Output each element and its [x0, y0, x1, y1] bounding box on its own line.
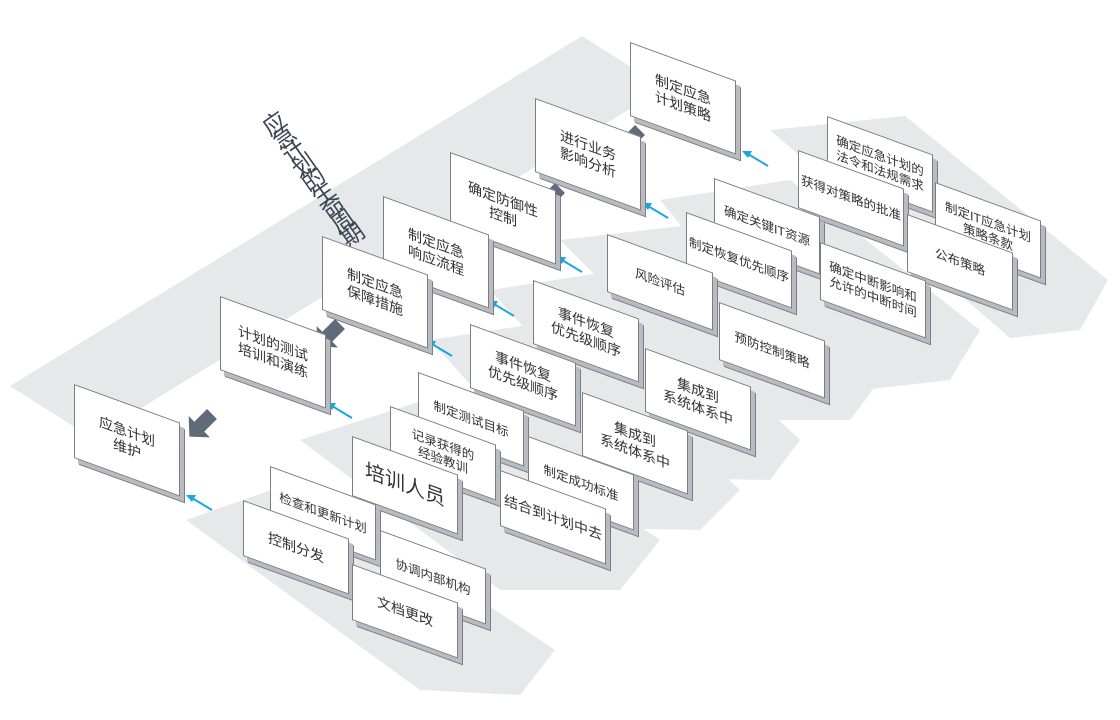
blue-arrow-3 [556, 257, 583, 273]
blue-arrow-7 [186, 495, 213, 511]
blue-arrow-4 [488, 301, 515, 317]
blue-arrow-5 [426, 341, 453, 357]
blue-arrow-2 [642, 203, 669, 219]
blue-arrow-1 [742, 151, 769, 167]
flow-arrow-5 [188, 409, 217, 438]
lifecycle-band [10, 36, 664, 438]
blue-arrow-6 [326, 403, 353, 419]
